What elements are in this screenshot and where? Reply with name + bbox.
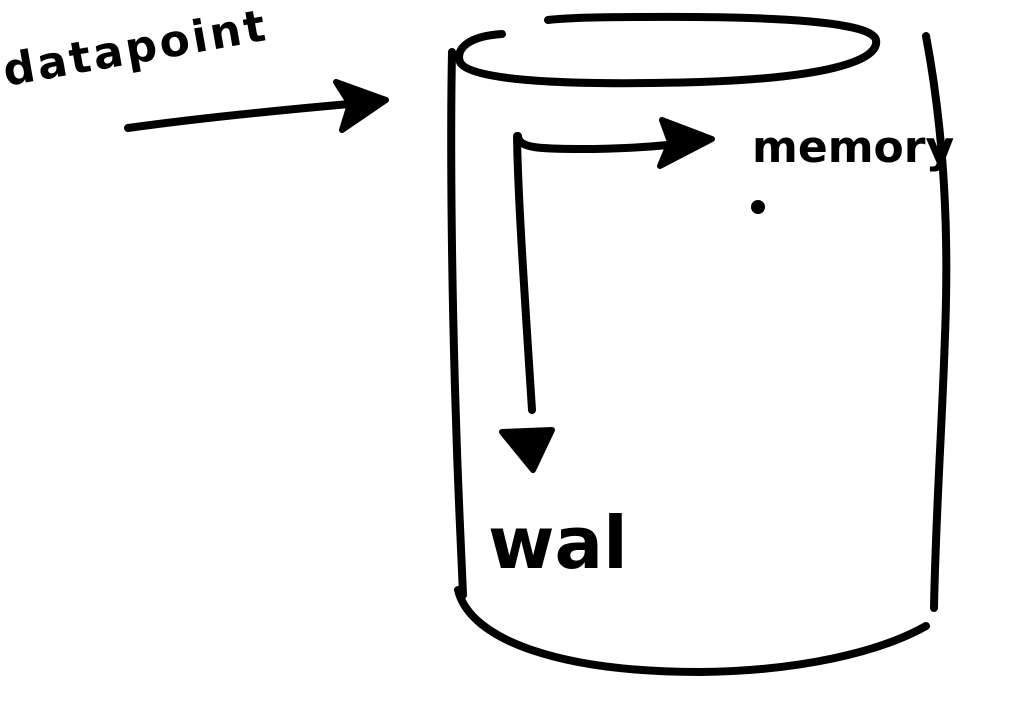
input-arrow-shaft — [124, 98, 376, 132]
input-arrow — [124, 79, 389, 133]
cylinder-left-side — [447, 48, 467, 599]
input-arrowhead — [333, 79, 389, 133]
wal-arrow-shaft — [513, 132, 536, 414]
memory-dot — [751, 200, 765, 214]
write-paths — [499, 117, 715, 473]
storage-cylinder — [447, 12, 951, 676]
wal-arrowhead — [499, 427, 555, 473]
wal-label: wal — [488, 501, 628, 585]
cylinder-bottom-curve — [454, 586, 930, 676]
cylinder-top-ellipse — [455, 12, 881, 88]
memory-arrowhead — [657, 117, 715, 169]
datapoint-label: datapoint — [0, 0, 272, 97]
memory-label: memory — [752, 122, 954, 173]
cylinder-right-side — [922, 32, 951, 612]
